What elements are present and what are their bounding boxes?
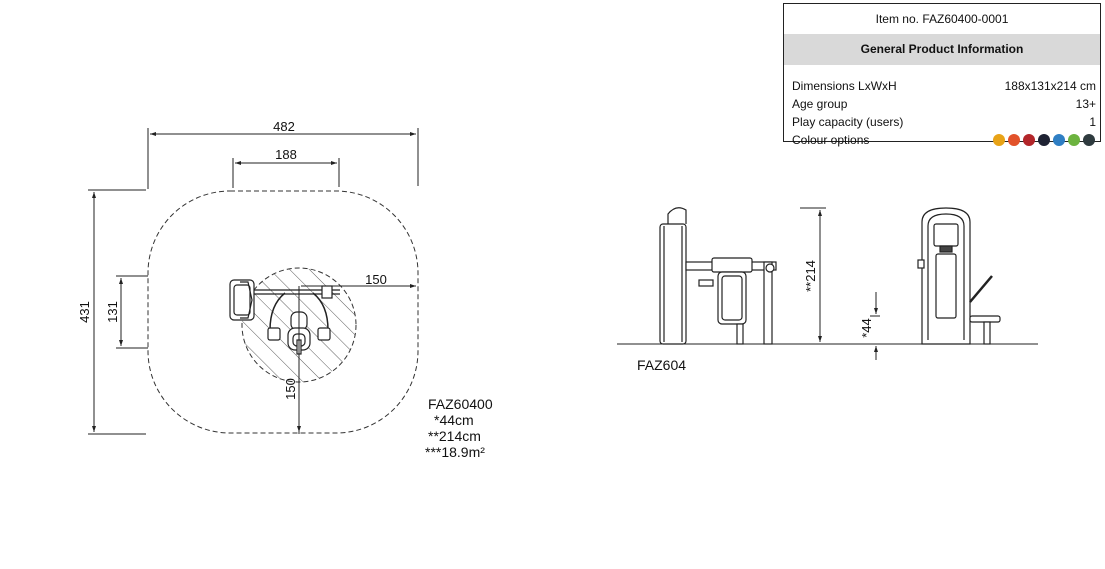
note-model: FAZ60400 (428, 396, 493, 412)
dim-radius-right: 150 (365, 272, 387, 287)
info-row-play-capacity: Play capacity (users) 1 (784, 113, 1100, 131)
elevation-caption: FAZ604 (637, 357, 687, 373)
dim-equipment-width: 188 (275, 147, 297, 162)
info-row-colour-options: Colour options (784, 131, 1100, 149)
info-row-age-group: Age group 13+ (784, 95, 1100, 113)
dim-radius-down: 150 (283, 378, 298, 400)
colour-swatch-1 (993, 134, 1005, 146)
row-value: 1 (1089, 115, 1096, 129)
colour-swatch-2 (1008, 134, 1020, 146)
dim-fall-height: *44 (859, 318, 874, 338)
panel-title: General Product Information (784, 34, 1100, 65)
row-value: 188x131x214 cm (1004, 79, 1096, 93)
front-elevation (917, 207, 1001, 345)
note-area: ***18.9m² (425, 444, 485, 460)
product-info-panel: Item no. FAZ60400-0001 General Product I… (783, 3, 1101, 147)
dimension-arrows (92, 132, 416, 432)
note-fall-height: *44cm (434, 412, 474, 428)
plan-view (88, 128, 419, 435)
side-elevation (659, 207, 777, 345)
row-label: Age group (792, 97, 848, 111)
elevation-view (617, 207, 1038, 360)
colour-swatches (993, 131, 1096, 149)
row-label: Dimensions LxWxH (792, 79, 897, 93)
colour-swatch-3 (1023, 134, 1035, 146)
dim-total-height: **214 (803, 260, 818, 292)
dim-total-depth: 431 (77, 301, 92, 323)
item-number: Item no. FAZ60400-0001 (875, 12, 1009, 26)
info-rows: Dimensions LxWxH 188x131x214 cm Age grou… (784, 65, 1100, 149)
dim-equipment-depth: 131 (105, 301, 120, 323)
row-label: Colour options (792, 133, 870, 147)
colour-swatch-4 (1038, 134, 1050, 146)
colour-swatch-5 (1053, 134, 1065, 146)
info-row-dimensions: Dimensions LxWxH 188x131x214 cm (784, 77, 1100, 95)
colour-swatch-6 (1068, 134, 1080, 146)
dim-total-width: 482 (273, 119, 295, 134)
row-value: 13+ (1075, 97, 1096, 111)
drawing-notes: FAZ60400 *44cm **214cm ***18.9m² (425, 396, 493, 460)
row-label: Play capacity (users) (792, 115, 904, 129)
colour-swatch-7 (1083, 134, 1095, 146)
note-total-height: **214cm (428, 428, 481, 444)
safety-zone-outline (147, 190, 419, 434)
